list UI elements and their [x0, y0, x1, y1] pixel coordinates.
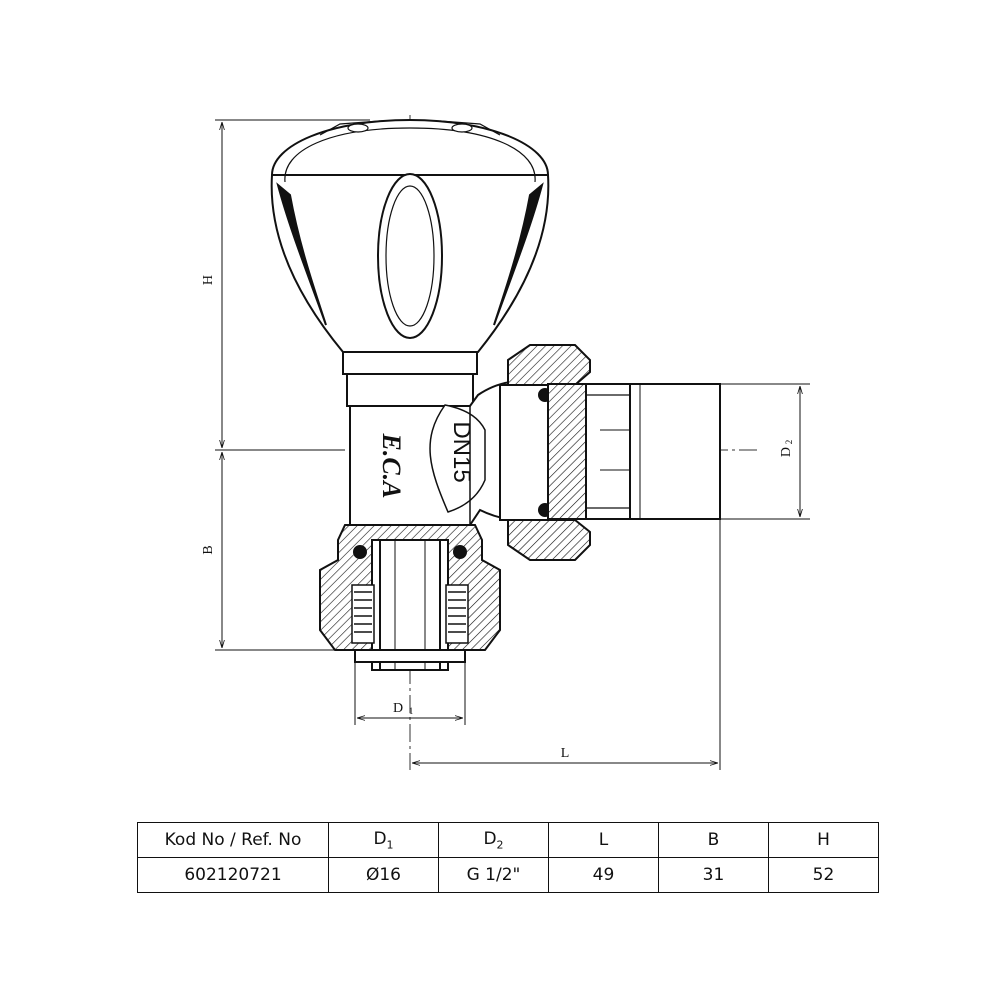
table-row: 602120721 Ø16 G 1/2" 49 31 52: [137, 857, 879, 893]
table-cell-code: 602120721: [137, 857, 329, 893]
table-cell-d2: G 1/2": [438, 857, 549, 893]
table-header-row: Kod No / Ref. No D1 D2 L B H: [137, 822, 879, 858]
dimension-d2-subscript: 2: [784, 440, 794, 445]
handwheel-grip-center: [377, 173, 443, 339]
handwheel: [270, 118, 550, 407]
dimension-d1-subscript: 1: [409, 706, 414, 716]
table-header-cell: Kod No / Ref. No: [137, 822, 329, 858]
tail-piece: [547, 383, 721, 520]
body-brand-mark: E.C.A: [377, 432, 406, 498]
dimension-h-label: H: [201, 275, 216, 285]
table-header-cell: B: [658, 822, 769, 858]
table-cell-b: 31: [658, 857, 769, 893]
table-cell-h: 52: [768, 857, 879, 893]
table-header-cell: D2: [438, 822, 549, 858]
table-header-cell: H: [768, 822, 879, 858]
table-header-cell: D1: [328, 822, 439, 858]
dimension-l-label: L: [561, 746, 570, 761]
valve-technical-drawing: H B L D 1 D 2 E.C.A DN15: [201, 115, 810, 770]
body-dn-mark: DN15: [448, 421, 475, 482]
extension-lines: [215, 119, 810, 770]
specification-table: Kod No / Ref. No D1 D2 L B H 602120721 Ø…: [137, 822, 879, 893]
table-cell-l: 49: [548, 857, 659, 893]
dimension-b-label: B: [201, 545, 216, 554]
handwheel-grip-left: [276, 182, 327, 326]
table-cell-d1: Ø16: [328, 857, 439, 893]
dimension-d1-label: D: [393, 701, 403, 716]
compression-fitting: [319, 524, 501, 671]
dimension-lines: [222, 122, 800, 763]
dimension-d2-label: D: [779, 447, 794, 457]
handwheel-grip-right: [493, 182, 544, 326]
valve-body: [349, 380, 541, 526]
table-header-cell: L: [548, 822, 659, 858]
